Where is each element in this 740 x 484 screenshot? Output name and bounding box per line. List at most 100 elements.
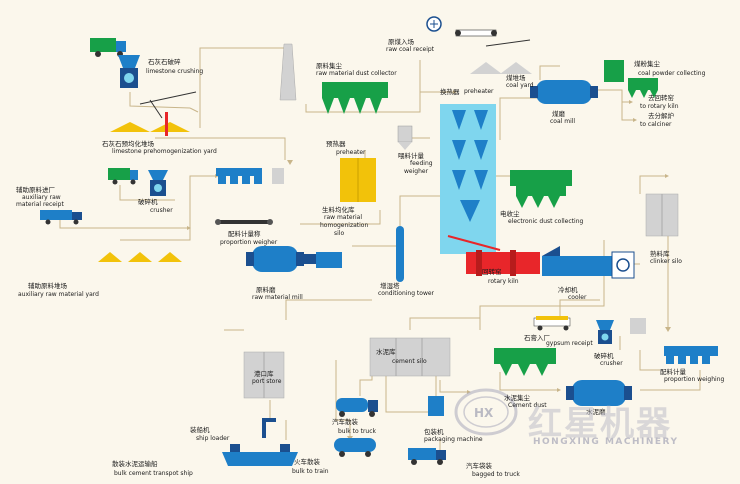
label-homogenization-en1: raw material	[324, 214, 363, 221]
label-cement-silo-cn: 水泥库	[376, 348, 396, 356]
label-bulk-train-cn: 火车散装	[294, 458, 320, 466]
limestone-conveyor-icon	[139, 91, 197, 119]
label-ship-loader-cn: 装船机	[190, 426, 210, 434]
label-conditioning-tower-en: conditioning tower	[378, 290, 435, 297]
label-to-calciner-en: to calciner	[640, 121, 672, 128]
aux-truck-icon	[108, 168, 138, 185]
label-bagged-truck-cn: 汽车袋装	[466, 462, 492, 470]
label-raw-coal-en: raw coal receipt	[386, 46, 435, 53]
coal-truck-icon	[426, 16, 497, 37]
label-crusher-right-en: crusher	[600, 360, 623, 367]
label-gypsum-cn: 石膏入厂	[524, 334, 550, 342]
label-raw-mill-en: raw material mill	[252, 294, 303, 301]
label-homogenization-en3: silo	[334, 230, 345, 237]
label-proportion-weighing-cn: 配料计量	[660, 368, 686, 376]
label-homogenization-en2: homogenization	[320, 222, 369, 229]
label-crusher-left-en: crusher	[150, 207, 173, 214]
label-rotary-kiln-cn: 回转窑	[482, 268, 502, 276]
label-homogenization-cn: 生料均化库	[322, 206, 355, 214]
raw-dust-collector-icon	[322, 82, 388, 114]
label-cement-mill-cn: 水泥磨	[586, 408, 606, 416]
label-coal-powder-cn: 煤粉集尘	[634, 60, 660, 68]
feeding-weigher-icon	[397, 125, 413, 150]
label-coal-mill-cn: 煤磨	[552, 110, 565, 118]
ship-loader-icon	[262, 418, 276, 438]
label-clinker-silo-cn: 熟料库	[650, 250, 670, 258]
watermark-cn: 红星机器	[528, 404, 672, 444]
label-limestone-crushing-en: limestone crushing	[146, 68, 204, 75]
weigher-belt-icon	[215, 219, 273, 225]
label-bulk-ship-cn: 散装水泥运输船	[112, 460, 158, 468]
watermark-en: HONGXING MACHINERY	[533, 437, 679, 447]
aux-crusher-icon	[148, 170, 168, 196]
label-raw-dust-cn: 原料集尘	[316, 62, 342, 70]
bulk-truck-icon	[336, 398, 378, 417]
label-clinker-silo-en: clinker silo	[650, 258, 682, 265]
label-conditioning-tower-cn: 增湿塔	[380, 282, 400, 290]
label-preheater-main-cn: 换热器	[440, 88, 460, 96]
homogenization-silo-icon	[340, 158, 376, 202]
label-packaging-cn: 包装机	[424, 428, 444, 436]
cement-silo-icon	[369, 337, 451, 377]
label-port-store-en: port store	[252, 378, 282, 385]
label-proportion-weigher-cn: 配料计量称	[228, 230, 261, 238]
label-raw-dust-en: raw material dust collector	[316, 70, 397, 77]
label-aux-receipt-en1: auxiliary raw	[22, 194, 61, 201]
label-cooler-en: cooler	[568, 294, 587, 301]
label-aux-receipt-cn: 辅助原料进厂	[16, 186, 55, 194]
chimney-icon	[279, 43, 297, 101]
label-coal-yard-cn: 煤堆场	[506, 74, 526, 82]
label-packaging-en: packaging machine	[424, 436, 483, 443]
bulk-train-icon	[334, 438, 376, 457]
label-bulk-ship-en: bulk cement transpot ship	[114, 470, 193, 477]
label-feeding-weigher-en1: feeding	[410, 160, 433, 167]
label-aux-receipt-en2: material receipt	[16, 201, 64, 208]
flow-lines	[59, 47, 701, 452]
coal-yard-icon	[470, 39, 532, 74]
label-limestone-yard-cn: 石灰石预均化堆场	[102, 140, 154, 148]
label-port-store-cn: 港口库	[254, 370, 274, 378]
label-gypsum-en: gypsum receipt	[546, 340, 593, 347]
label-electronic-dust-en: electronic dust collecting	[508, 218, 584, 225]
clinker-silo-icon	[645, 193, 679, 237]
label-preheater-main-en: preheater	[464, 88, 494, 95]
conditioning-tower-icon	[396, 226, 404, 282]
label-rotary-kiln-en: rotary kiln	[488, 278, 519, 285]
label-raw-mill-cn: 原料磨	[256, 286, 276, 294]
limestone-pile-icon	[110, 112, 190, 136]
preheater-tower-icon	[440, 104, 501, 254]
coal-powder-collector-icon	[604, 60, 658, 98]
cement-mill-icon	[566, 380, 632, 406]
label-bulk-truck-en: bulk to truck	[338, 428, 376, 435]
label-limestone-crushing-cn: 石灰石破碎	[148, 58, 181, 66]
label-crusher-left-cn: 破碎机	[138, 198, 158, 206]
watermark-logo: HX	[474, 406, 494, 420]
label-feeding-weigher-cn: 喂料计量	[398, 152, 424, 160]
label-ship-loader-en: ship loader	[196, 435, 230, 442]
limestone-crusher-icon	[118, 55, 140, 88]
port-store-icon	[243, 351, 285, 399]
label-aux-yard-en: auxiliary raw material yard	[18, 291, 99, 298]
label-to-kiln-en: to rotary kiln	[640, 103, 679, 110]
rotary-kiln-icon	[466, 250, 540, 276]
label-preheater-small-en: preheater	[336, 149, 366, 156]
cooler-icon	[542, 246, 635, 279]
bulk-ship-icon	[222, 444, 298, 466]
label-preheater-small-cn: 预热器	[326, 140, 346, 148]
label-coal-powder-en: coal powder collecting	[638, 70, 706, 77]
label-cement-dust-cn: 水泥集尘	[504, 394, 530, 402]
label-bagged-truck-en: bagged to truck	[472, 471, 520, 478]
label-aux-yard-cn: 辅助原料堆场	[28, 282, 67, 290]
label-proportion-weighing-en: proportion weighing	[664, 376, 725, 383]
label-bulk-train-en: bulk to train	[292, 468, 329, 475]
label-to-kiln-cn: 去回转窑	[648, 94, 674, 102]
label-raw-coal-cn: 原煤入场	[388, 38, 414, 46]
bagged-truck-icon	[408, 448, 446, 465]
label-cement-silo-en: cement silo	[392, 358, 427, 365]
watermark-logo-icon	[454, 388, 518, 436]
gypsum-crusher-icon	[596, 320, 614, 344]
aux-pile-icon	[98, 252, 182, 262]
label-bulk-truck-cn: 汽车散装	[332, 418, 358, 426]
cement-dust-collector-icon	[494, 348, 556, 376]
